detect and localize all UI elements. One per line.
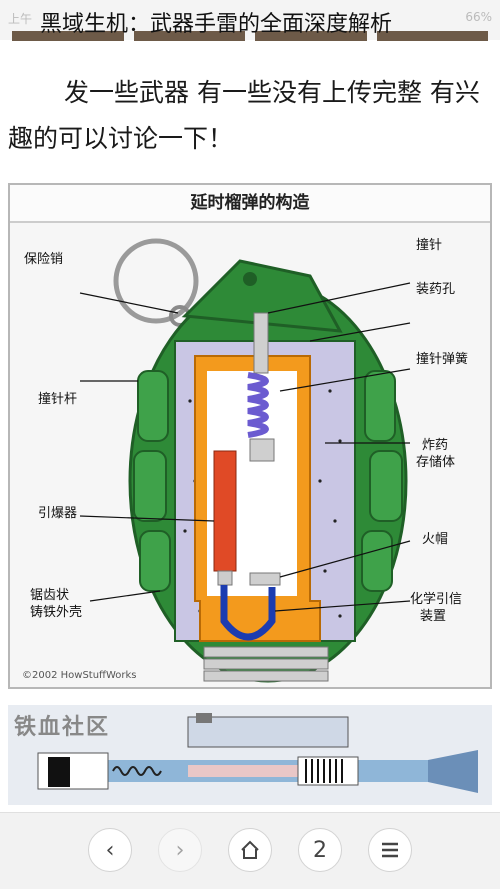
label-striker-spring: 撞针弹簧	[416, 352, 469, 367]
chevron-right-icon: ›	[175, 837, 185, 863]
label-chemical-fuse-line1: 化学引信	[410, 592, 463, 607]
label-explosive-line1: 炸药	[422, 438, 449, 453]
bottom-navigation: ‹ › 2	[0, 812, 500, 889]
thumbnail-strip	[12, 31, 488, 41]
page-title: 黑域生机：武器手雷的全面深度解析	[40, 12, 393, 37]
diagram-title: 延时榴弹的构造	[10, 185, 490, 223]
chevron-left-icon: ‹	[105, 837, 115, 863]
grenade-diagram: 延时榴弹的构造	[8, 183, 492, 689]
label-safety-pin: 保险销	[24, 252, 64, 267]
label-shell-line2: 铸铁外壳	[30, 605, 83, 620]
tabs-button[interactable]: 2	[298, 828, 342, 872]
label-primer: 火帽	[422, 532, 449, 547]
tabs-count: 2	[313, 837, 327, 863]
post-text: 发一些武器 有一些没有上传完整 有兴趣的可以讨论一下！	[8, 78, 480, 153]
status-bar: 上午 66%	[0, 0, 500, 41]
image-credit: ©2002 HowStuffWorks	[22, 670, 137, 681]
home-icon	[241, 840, 259, 859]
menu-button[interactable]	[368, 828, 412, 872]
back-button[interactable]: ‹	[88, 828, 132, 872]
label-striker-lever: 撞针杆	[38, 392, 78, 407]
label-shell-line1: 锯齿状	[30, 588, 70, 603]
watermark: 铁血社区	[14, 715, 111, 740]
forward-button[interactable]: ›	[158, 828, 202, 872]
status-time: 上午	[8, 12, 33, 26]
label-filling-hole: 装药孔	[416, 282, 456, 297]
label-explosive-line2: 存储体	[416, 455, 456, 470]
grenade-illustration	[79, 238, 411, 683]
menu-icon	[382, 842, 398, 858]
battery-level: 66%	[465, 10, 492, 24]
label-striker: 撞针	[416, 238, 443, 253]
fuse-cross-section-image: 铁血社区	[8, 705, 492, 805]
label-detonator: 引爆器	[38, 506, 78, 521]
home-button[interactable]	[228, 828, 272, 872]
label-chemical-fuse-line2: 装置	[420, 609, 447, 624]
